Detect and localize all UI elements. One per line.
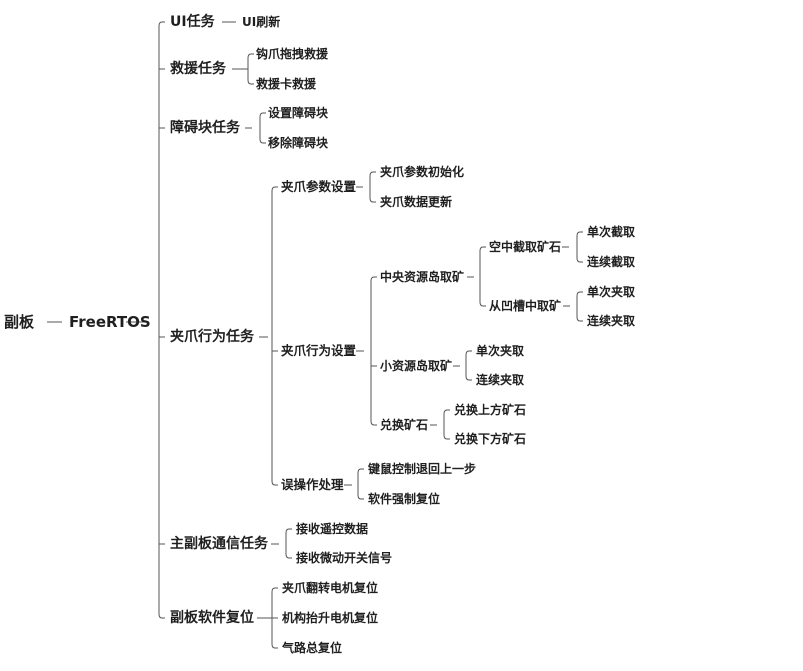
connector — [271, 186, 278, 486]
core-node: FreeRTOS — [69, 313, 151, 331]
comm-task-node: 主副板通信任务 — [170, 536, 268, 552]
small-island-node: 小资源岛取矿 — [380, 359, 453, 373]
connector — [159, 68, 165, 545]
single-grab-node: 单次夹取 — [587, 285, 636, 299]
connector — [285, 528, 292, 559]
central-island-node: 中央资源岛取矿 — [380, 270, 465, 284]
receive-switch-node: 接收微动开关信号 — [296, 551, 393, 565]
undo-step-node: 键鼠控制退回上一步 — [368, 462, 477, 476]
connector — [158, 21, 165, 619]
card-rescue-node: 救援卡救援 — [256, 77, 317, 91]
connector — [369, 171, 376, 203]
claw-behavior-node: 夹爪行为设置 — [281, 343, 357, 358]
receive-remote-node: 接收遥控数据 — [296, 522, 369, 536]
claw-drag-rescue-node: 钩爪拖拽救援 — [256, 47, 329, 61]
groove-pick-node: 从凹槽中取矿 — [489, 299, 562, 313]
connector — [370, 276, 377, 426]
exchange-upper-node: 兑换上方矿石 — [454, 403, 527, 417]
small-continuous-grab-node: 连续夹取 — [476, 373, 525, 387]
connector — [357, 468, 364, 500]
single-intercept-node: 单次截取 — [587, 225, 636, 239]
connector — [247, 53, 254, 85]
ui-task-node: UI任务 — [170, 14, 215, 30]
ui-refresh-node: UI刷新 — [242, 15, 281, 29]
small-single-grab-node: 单次夹取 — [476, 344, 525, 358]
remove-obstacle-node: 移除障碍块 — [268, 136, 329, 150]
obstacle-task-node: 障碍块任务 — [170, 120, 240, 136]
exchange-ore-node: 兑换矿石 — [380, 418, 429, 432]
air-circuit-reset-node: 气路总复位 — [282, 641, 343, 655]
connector — [259, 112, 266, 144]
connector — [576, 291, 583, 322]
misoperation-node: 误操作处理 — [281, 477, 344, 492]
continuous-intercept-node: 连续截取 — [587, 255, 636, 269]
root-node: 副板 — [4, 313, 35, 331]
lift-motor-reset-node: 机构抬升电机复位 — [282, 611, 379, 625]
claw-param-init-node: 夹爪参数初始化 — [380, 165, 465, 179]
air-intercept-node: 空中截取矿石 — [489, 240, 562, 254]
rescue-task-node: 救援任务 — [170, 61, 226, 77]
flip-motor-reset-node: 夹爪翻转电机复位 — [282, 581, 379, 595]
connector — [465, 350, 472, 381]
claw-params-node: 夹爪参数设置 — [281, 179, 357, 194]
continuous-grab-node: 连续夹取 — [587, 314, 636, 328]
set-obstacle-node: 设置障碍块 — [268, 106, 329, 120]
connector — [479, 246, 486, 307]
connector — [443, 409, 450, 440]
force-reset-node: 软件强制复位 — [368, 492, 441, 506]
claw-task-node: 夹爪行为任务 — [170, 329, 254, 345]
soft-reset-node: 副板软件复位 — [170, 610, 254, 626]
claw-data-update-node: 夹爪数据更新 — [380, 195, 453, 209]
exchange-lower-node: 兑换下方矿石 — [454, 432, 527, 446]
connector — [576, 231, 583, 263]
